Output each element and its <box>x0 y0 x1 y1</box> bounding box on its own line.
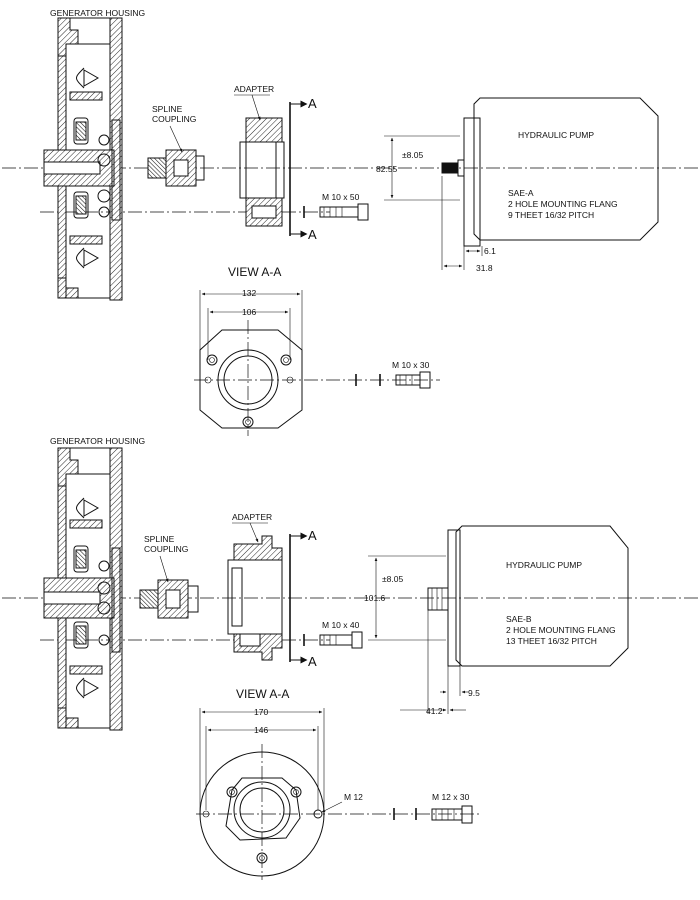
pump-spec-3: 9 THEET 16/32 PITCH <box>508 210 594 220</box>
pump-spec-1: SAE-B <box>506 614 532 624</box>
assembly-sae-a: GENERATOR HOUSING SPLINE COUPLING ADAPTE… <box>2 8 698 436</box>
pump-label: HYDRAULIC PUMP <box>518 130 594 140</box>
dim-170: 170 <box>254 707 268 717</box>
bolt-m10x40 <box>319 631 363 649</box>
view-title: VIEW A-A <box>236 687 289 701</box>
pilot-dim: 82.55 <box>376 164 398 174</box>
dim-6-1: 6.1 <box>484 246 496 256</box>
generator-housing <box>43 17 123 301</box>
view-bolt-label: M 10 x 30 <box>392 360 430 370</box>
pump-spec-2: 2 HOLE MOUNTING FLANG <box>508 199 618 209</box>
generator-housing-label: GENERATOR HOUSING <box>50 436 145 446</box>
section-mark-bottom: A <box>308 227 317 242</box>
spline-label-1: SPLINE <box>144 534 175 544</box>
pump-spec-1: SAE-A <box>508 188 534 198</box>
adapter <box>239 117 285 227</box>
dim-106: 106 <box>242 307 256 317</box>
section-mark-bottom: A <box>308 654 317 669</box>
spline-coupling <box>139 579 199 619</box>
tolerance-label: ±8.05 <box>382 574 403 584</box>
hydraulic-pump <box>441 97 659 247</box>
pump-spec-3: 13 THEET 16/32 PITCH <box>506 636 597 646</box>
bolt-m10x50 <box>319 203 369 221</box>
view-bolt-m12x30 <box>431 805 473 824</box>
adapter <box>227 535 283 661</box>
pump-spec-2: 2 HOLE MOUNTING FLANG <box>506 625 616 635</box>
hydraulic-pump <box>427 525 629 667</box>
dim-132: 132 <box>242 288 256 298</box>
spline-coupling <box>147 149 205 187</box>
bolt-label: M 10 x 50 <box>322 192 360 202</box>
tolerance-label: ±8.05 <box>402 150 423 160</box>
spline-label-2: COUPLING <box>144 544 188 554</box>
pump-label: HYDRAULIC PUMP <box>506 560 582 570</box>
view-flange <box>196 744 480 880</box>
view-bolt-m10x30 <box>395 371 431 389</box>
dim-31-8: 31.8 <box>476 263 493 273</box>
adapter-label: ADAPTER <box>232 512 272 522</box>
bolt-label: M 10 x 40 <box>322 620 360 630</box>
section-mark-top: A <box>308 96 317 111</box>
section-mark-top: A <box>308 528 317 543</box>
spline-label-1: SPLINE <box>152 104 183 114</box>
generator-housing-label: GENERATOR HOUSING <box>50 8 145 18</box>
assembly-sae-b: GENERATOR HOUSING SPLINE COUPLING ADAPTE… <box>2 436 698 880</box>
view-bolt-label: M 12 x 30 <box>432 792 470 802</box>
view-title: VIEW A-A <box>228 265 281 279</box>
spline-label-2: COUPLING <box>152 114 196 124</box>
generator-housing <box>43 447 123 731</box>
adapter-label: ADAPTER <box>234 84 274 94</box>
dim-9-5: 9.5 <box>468 688 480 698</box>
dim-146: 146 <box>254 725 268 735</box>
view-flange <box>194 320 440 436</box>
dim-41-2: 41.2 <box>426 706 443 716</box>
pilot-dim: 101.6 <box>364 593 386 603</box>
thread-label: M 12 <box>344 792 363 802</box>
